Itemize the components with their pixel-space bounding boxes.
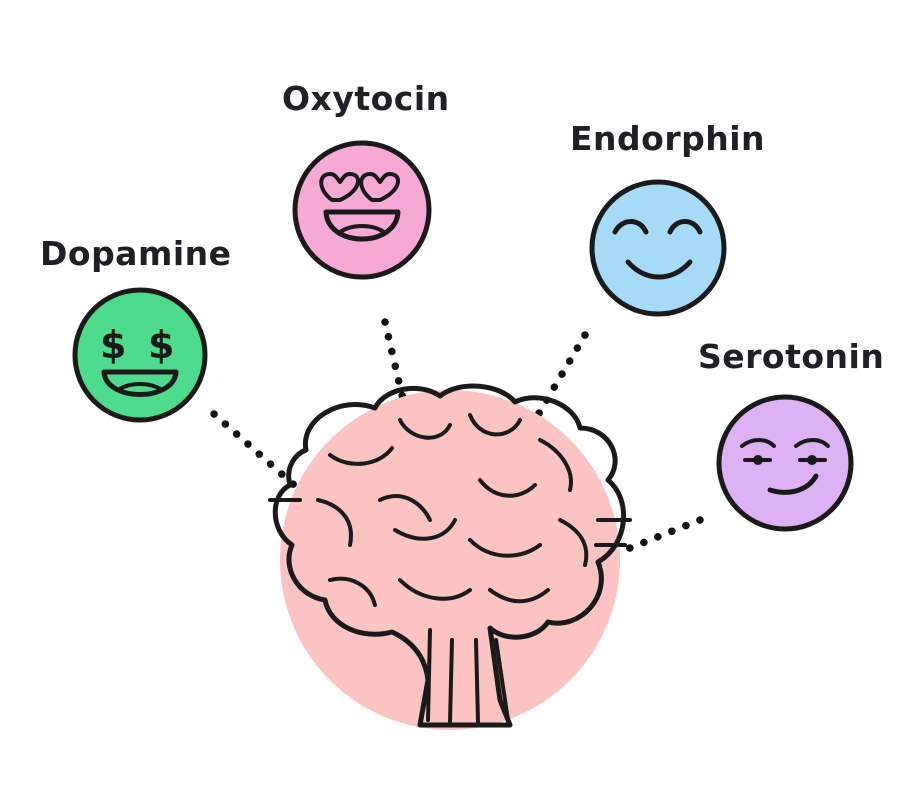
brain-icon (268, 383, 632, 730)
face-endorphin (589, 179, 727, 317)
face-serotonin (716, 394, 854, 532)
brain-backdrop (280, 390, 620, 730)
node-serotonin: Serotonin (698, 337, 884, 532)
label-endorphin: Endorphin (570, 119, 765, 158)
label-dopamine: Dopamine (40, 234, 232, 273)
node-endorphin: Endorphin (570, 119, 765, 317)
smirking-face-icon (716, 394, 854, 532)
smiling-face-icon (589, 179, 727, 317)
face-dopamine (72, 287, 208, 423)
dollar-eyes-face-icon: $ $ (72, 287, 208, 423)
heart-eyes-face-icon (292, 140, 432, 280)
label-serotonin: Serotonin (698, 337, 884, 376)
svg-text:$: $ (148, 323, 174, 367)
svg-text:$: $ (100, 323, 126, 367)
connector-oxytocin (381, 318, 416, 442)
node-oxytocin: Oxytocin (282, 79, 450, 280)
label-oxytocin: Oxytocin (282, 79, 450, 118)
node-dopamine: Dopamine $ $ (40, 234, 232, 423)
connector-dopamine (210, 410, 306, 496)
